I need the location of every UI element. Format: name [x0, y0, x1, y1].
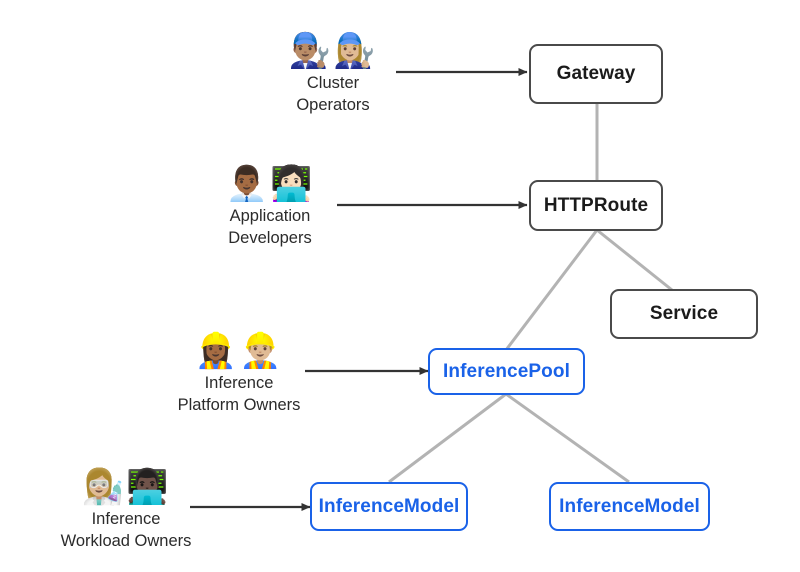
node-inferencemodel-2-label: InferenceModel [559, 495, 700, 517]
application-developers-icons: 👨🏾‍💼👩🏻‍💻 [225, 164, 315, 204]
persona-inference-workload-owners-label-line1: Inference [91, 510, 161, 528]
inference-platform-owners-icons: 👷🏾‍♀️👷🏼‍♂️ [194, 331, 284, 371]
persona-cluster-operators-label-line2: Operators [296, 96, 370, 114]
persona-cluster-operators-label-line1: Cluster [306, 74, 360, 92]
node-gateway-label: Gateway [556, 63, 636, 84]
persona-inference-platform-owners-label-line1: Inference [204, 374, 274, 392]
persona-inference-platform-owners-label-line2: Platform Owners [177, 396, 301, 414]
persona-inference-platform-owners: 👷🏾‍♀️👷🏼‍♂️ Inference Platform Owners [168, 330, 310, 416]
persona-inference-workload-owners: 👩🏼‍🔬👨🏿‍💻 Inference Workload Owners [52, 466, 200, 552]
node-inferencepool[interactable]: InferencePool [428, 348, 585, 395]
persona-cluster-operators: 👨🏽‍🔧👩🏼‍🔧 Cluster Operators [274, 30, 392, 116]
node-inferencemodel-1[interactable]: InferenceModel [310, 482, 468, 531]
node-inferencemodel-2[interactable]: InferenceModel [549, 482, 710, 531]
persona-application-developers-label-line1: Application [229, 207, 311, 225]
persona-application-developers: 👨🏾‍💼👩🏻‍💻 Application Developers [208, 163, 332, 249]
edge-httproute-inferencepool [504, 229, 599, 351]
edge-httproute-service [596, 228, 673, 292]
inference-workload-owners-icons: 👩🏼‍🔬👨🏿‍💻 [81, 467, 171, 507]
node-inferencepool-label: InferencePool [443, 360, 570, 382]
persona-application-developers-label-line2: Developers [228, 229, 312, 247]
node-httproute[interactable]: HTTPRoute [529, 180, 663, 231]
persona-inference-workload-owners-label-line2: Workload Owners [60, 532, 192, 550]
edge-inferencepool-inferencemodel-2 [505, 392, 630, 484]
edge-inferencepool-inferencemodel-1 [388, 392, 507, 484]
node-gateway[interactable]: Gateway [529, 44, 663, 104]
node-service[interactable]: Service [610, 289, 758, 339]
node-inferencemodel-1-label: InferenceModel [318, 495, 460, 517]
node-httproute-label: HTTPRoute [543, 194, 649, 216]
cluster-operators-icons: 👨🏽‍🔧👩🏼‍🔧 [288, 31, 378, 71]
node-service-label: Service [649, 303, 719, 324]
